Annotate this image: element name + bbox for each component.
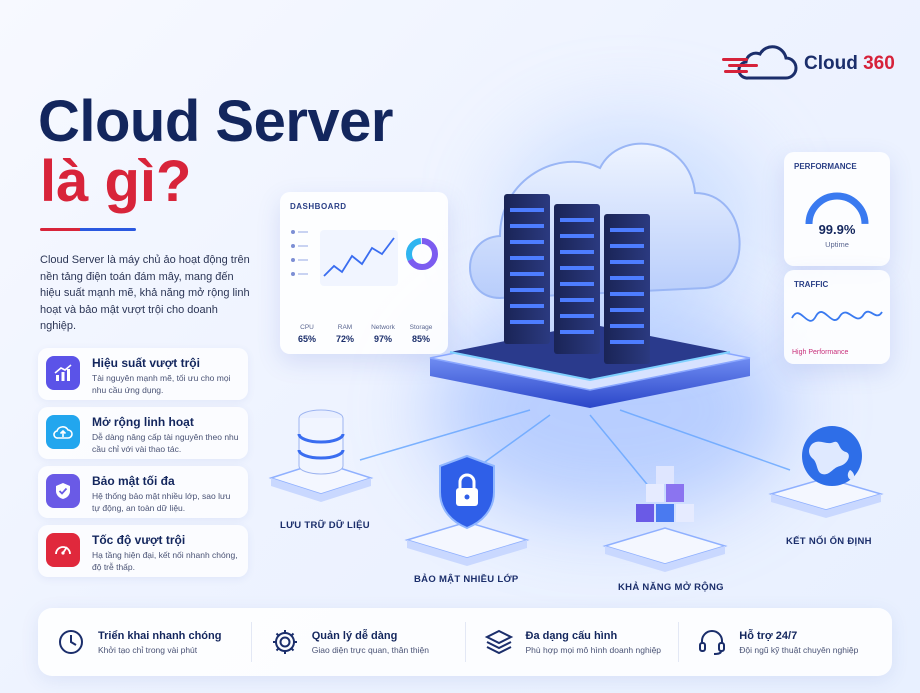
dashboard-line-graph	[320, 230, 398, 286]
uptime-gauge	[805, 192, 869, 225]
traffic-title: TRAFFIC	[794, 280, 829, 289]
clock-icon	[59, 630, 83, 654]
title-underline	[40, 228, 136, 231]
feature-title: Hiệu suất vượt trội	[92, 356, 200, 370]
performance-card: PERFORMANCE 99.9% Uptime	[784, 152, 890, 266]
benefit-title: Triển khai nhanh chóng	[98, 629, 222, 642]
platform-label-security: BẢO MẬT NHIỀU LỚP	[414, 574, 519, 585]
benefit-title: Quản lý dễ dàng	[311, 629, 398, 642]
feature-desc: Hệ thống bảo mật nhiều lớp, sao lưu tự đ…	[92, 491, 231, 513]
headset-icon	[699, 630, 726, 655]
platform-label-storage: LƯU TRỮ DỮ LIỆU	[280, 520, 370, 531]
feature-item: Bảo mật tối đa Hệ thống bảo mật nhiều lớp…	[38, 466, 248, 518]
dashboard-title: DASHBOARD	[290, 202, 347, 211]
platform-label-scale: KHẢ NĂNG MỞ RỘNG	[618, 582, 724, 593]
benefit-desc: Đội ngũ kỹ thuật chuyên nghiệp	[739, 644, 859, 655]
traffic-subtitle: High Performance	[792, 349, 849, 356]
feature-desc: Tài nguyên mạnh mẽ, tối ưu cho mọi nhu c…	[92, 373, 231, 395]
shield-check-icon	[46, 474, 80, 508]
page-subtitle: là gì?	[40, 149, 192, 214]
intro-text: Cloud Server là máy chủ ảo hoạt động trê…	[40, 254, 250, 332]
feature-item: Tốc độ vượt trội Hạ tầng hiện đại, kết nố…	[38, 525, 248, 577]
cloud-logo-icon	[722, 45, 798, 80]
lock-shield-icon	[404, 454, 530, 566]
chart-up-icon	[46, 356, 80, 390]
uptime-value: 99.9%	[818, 222, 856, 237]
feature-desc: Dễ dàng nâng cấp tài nguyên theo nhu cầu…	[92, 432, 239, 454]
benefit-desc: Giao diện trực quan, thân thiện	[311, 644, 429, 655]
feature-title: Mở rộng linh hoạt	[92, 415, 194, 429]
globe-icon	[768, 426, 884, 518]
cloud-upload-icon	[46, 415, 80, 449]
feature-title: Tốc độ vượt trội	[92, 533, 186, 547]
benefit-title: Đa dạng cấu hình	[525, 629, 618, 642]
page-title: Cloud Server	[38, 89, 394, 154]
layers-icon	[484, 629, 513, 655]
gear-icon	[272, 630, 297, 654]
traffic-wave	[791, 310, 883, 322]
server-rack	[504, 194, 650, 364]
traffic-card: TRAFFIC High Performance	[784, 270, 890, 364]
network-lines	[359, 409, 791, 501]
platform-label-connect: KẾT NỐI ỔN ĐỊNH	[786, 536, 872, 547]
brand-name: Cloud 360	[804, 53, 895, 74]
feature-title: Bảo mật tối đa	[92, 474, 175, 488]
uptime-label: Uptime	[825, 240, 849, 249]
performance-title: PERFORMANCE	[794, 162, 857, 171]
benefit-desc: Phù hợp mọi mô hình doanh nghiệp	[525, 644, 662, 655]
cloud-server-illustration	[429, 142, 751, 408]
database-icon	[268, 409, 374, 502]
benefit-desc: Khởi tạo chỉ trong vài phút	[98, 644, 198, 655]
feature-item: Mở rộng linh hoạt Dễ dàng nâng cấp tài ng…	[38, 407, 248, 459]
cubes-icon	[602, 466, 728, 572]
dashboard-donut-chart	[406, 238, 438, 270]
dashboard-sidebar-dots-icon	[291, 230, 308, 276]
speedometer-icon	[46, 533, 80, 567]
brand-logo[interactable]: Cloud 360	[720, 44, 895, 84]
feature-desc: Hạ tầng hiện đại, kết nối nhanh chóng, đ…	[92, 550, 238, 572]
benefit-title: Hỗ trợ 24/7	[739, 629, 798, 642]
